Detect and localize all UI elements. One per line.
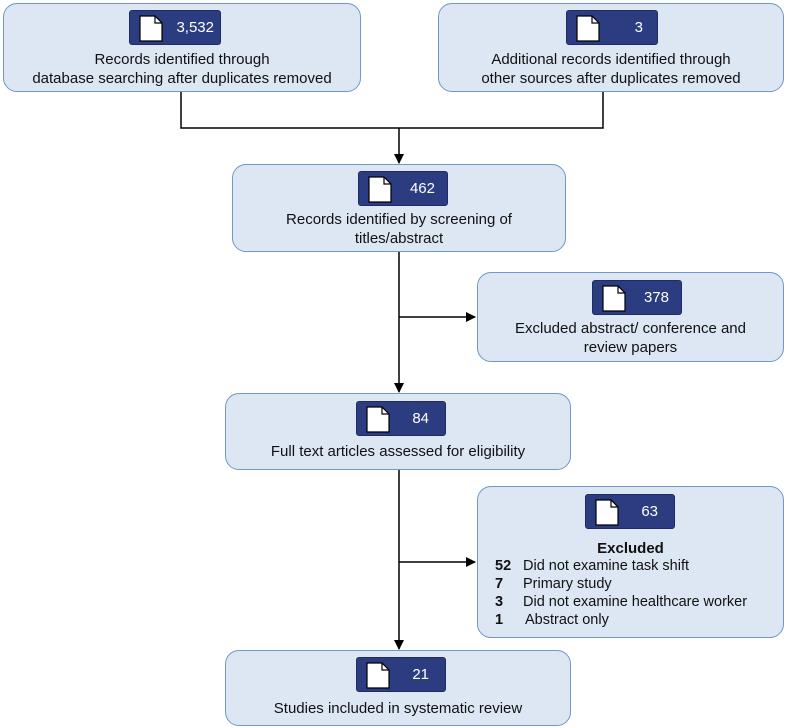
- reason-count: 52: [495, 558, 512, 574]
- box-label-line: Records identified by screening of: [286, 211, 512, 228]
- count-value: 84: [412, 410, 429, 427]
- count-value: 378: [643, 289, 669, 306]
- reason-text: Abstract only: [525, 612, 609, 628]
- screening-box: 462 Records identified by screening of t…: [232, 164, 566, 252]
- count-value: 3,532: [176, 19, 214, 36]
- document-icon: [602, 285, 626, 312]
- box-label-line: database searching after duplicates remo…: [32, 70, 332, 87]
- box-label-line: Excluded abstract/ conference and: [515, 320, 746, 337]
- reason-text: Did not examine healthcare worker: [523, 594, 748, 610]
- excluded-title: Excluded: [597, 540, 664, 557]
- count-badge: 3,532: [129, 10, 221, 45]
- count-badge: 63: [585, 494, 675, 529]
- reason-count: 1: [495, 612, 504, 628]
- document-icon: [366, 406, 390, 433]
- included-box: 21 Studies included in systematic review: [225, 650, 571, 726]
- box-label-line: Records identified through: [94, 51, 270, 68]
- count-badge: 84: [356, 401, 446, 436]
- database-records-box: 3,532 Records identified through databas…: [3, 3, 361, 92]
- document-icon: [576, 15, 600, 42]
- document-icon: [139, 15, 163, 42]
- count-value: 21: [412, 666, 429, 683]
- document-icon: [368, 176, 392, 203]
- box-label-line: titles/abstract: [354, 230, 444, 247]
- count-value: 462: [409, 180, 435, 197]
- reason-text: Did not examine task shift: [523, 558, 690, 574]
- count-badge: 462: [358, 171, 448, 206]
- merge-connector: [180, 92, 604, 129]
- reason-count: 7: [495, 576, 504, 592]
- box-label-line: Studies included in systematic review: [273, 700, 523, 717]
- excluded-abstract-box: 378 Excluded abstract/ conference and re…: [477, 272, 784, 362]
- box-label-line: other sources after duplicates removed: [481, 70, 741, 87]
- document-icon: [366, 662, 390, 689]
- box-label-line: Full text articles assessed for eligibil…: [270, 443, 526, 460]
- box-label-line: Additional records identified through: [491, 51, 731, 68]
- reason-count: 3: [495, 594, 504, 610]
- reason-text: Primary study: [523, 576, 612, 592]
- fulltext-box: 84 Full text articles assessed for eligi…: [225, 393, 571, 470]
- count-badge: 378: [592, 280, 682, 315]
- count-value: 63: [641, 503, 658, 520]
- other-sources-box: 3 Additional records identified through …: [438, 3, 784, 92]
- count-value: 3: [634, 19, 643, 36]
- box-label-line: review papers: [583, 339, 678, 356]
- count-badge: 3: [566, 10, 658, 45]
- excluded-box: 63 Excluded 52 Did not examine task shif…: [477, 486, 784, 638]
- count-badge: 21: [356, 657, 446, 692]
- document-icon: [595, 499, 619, 526]
